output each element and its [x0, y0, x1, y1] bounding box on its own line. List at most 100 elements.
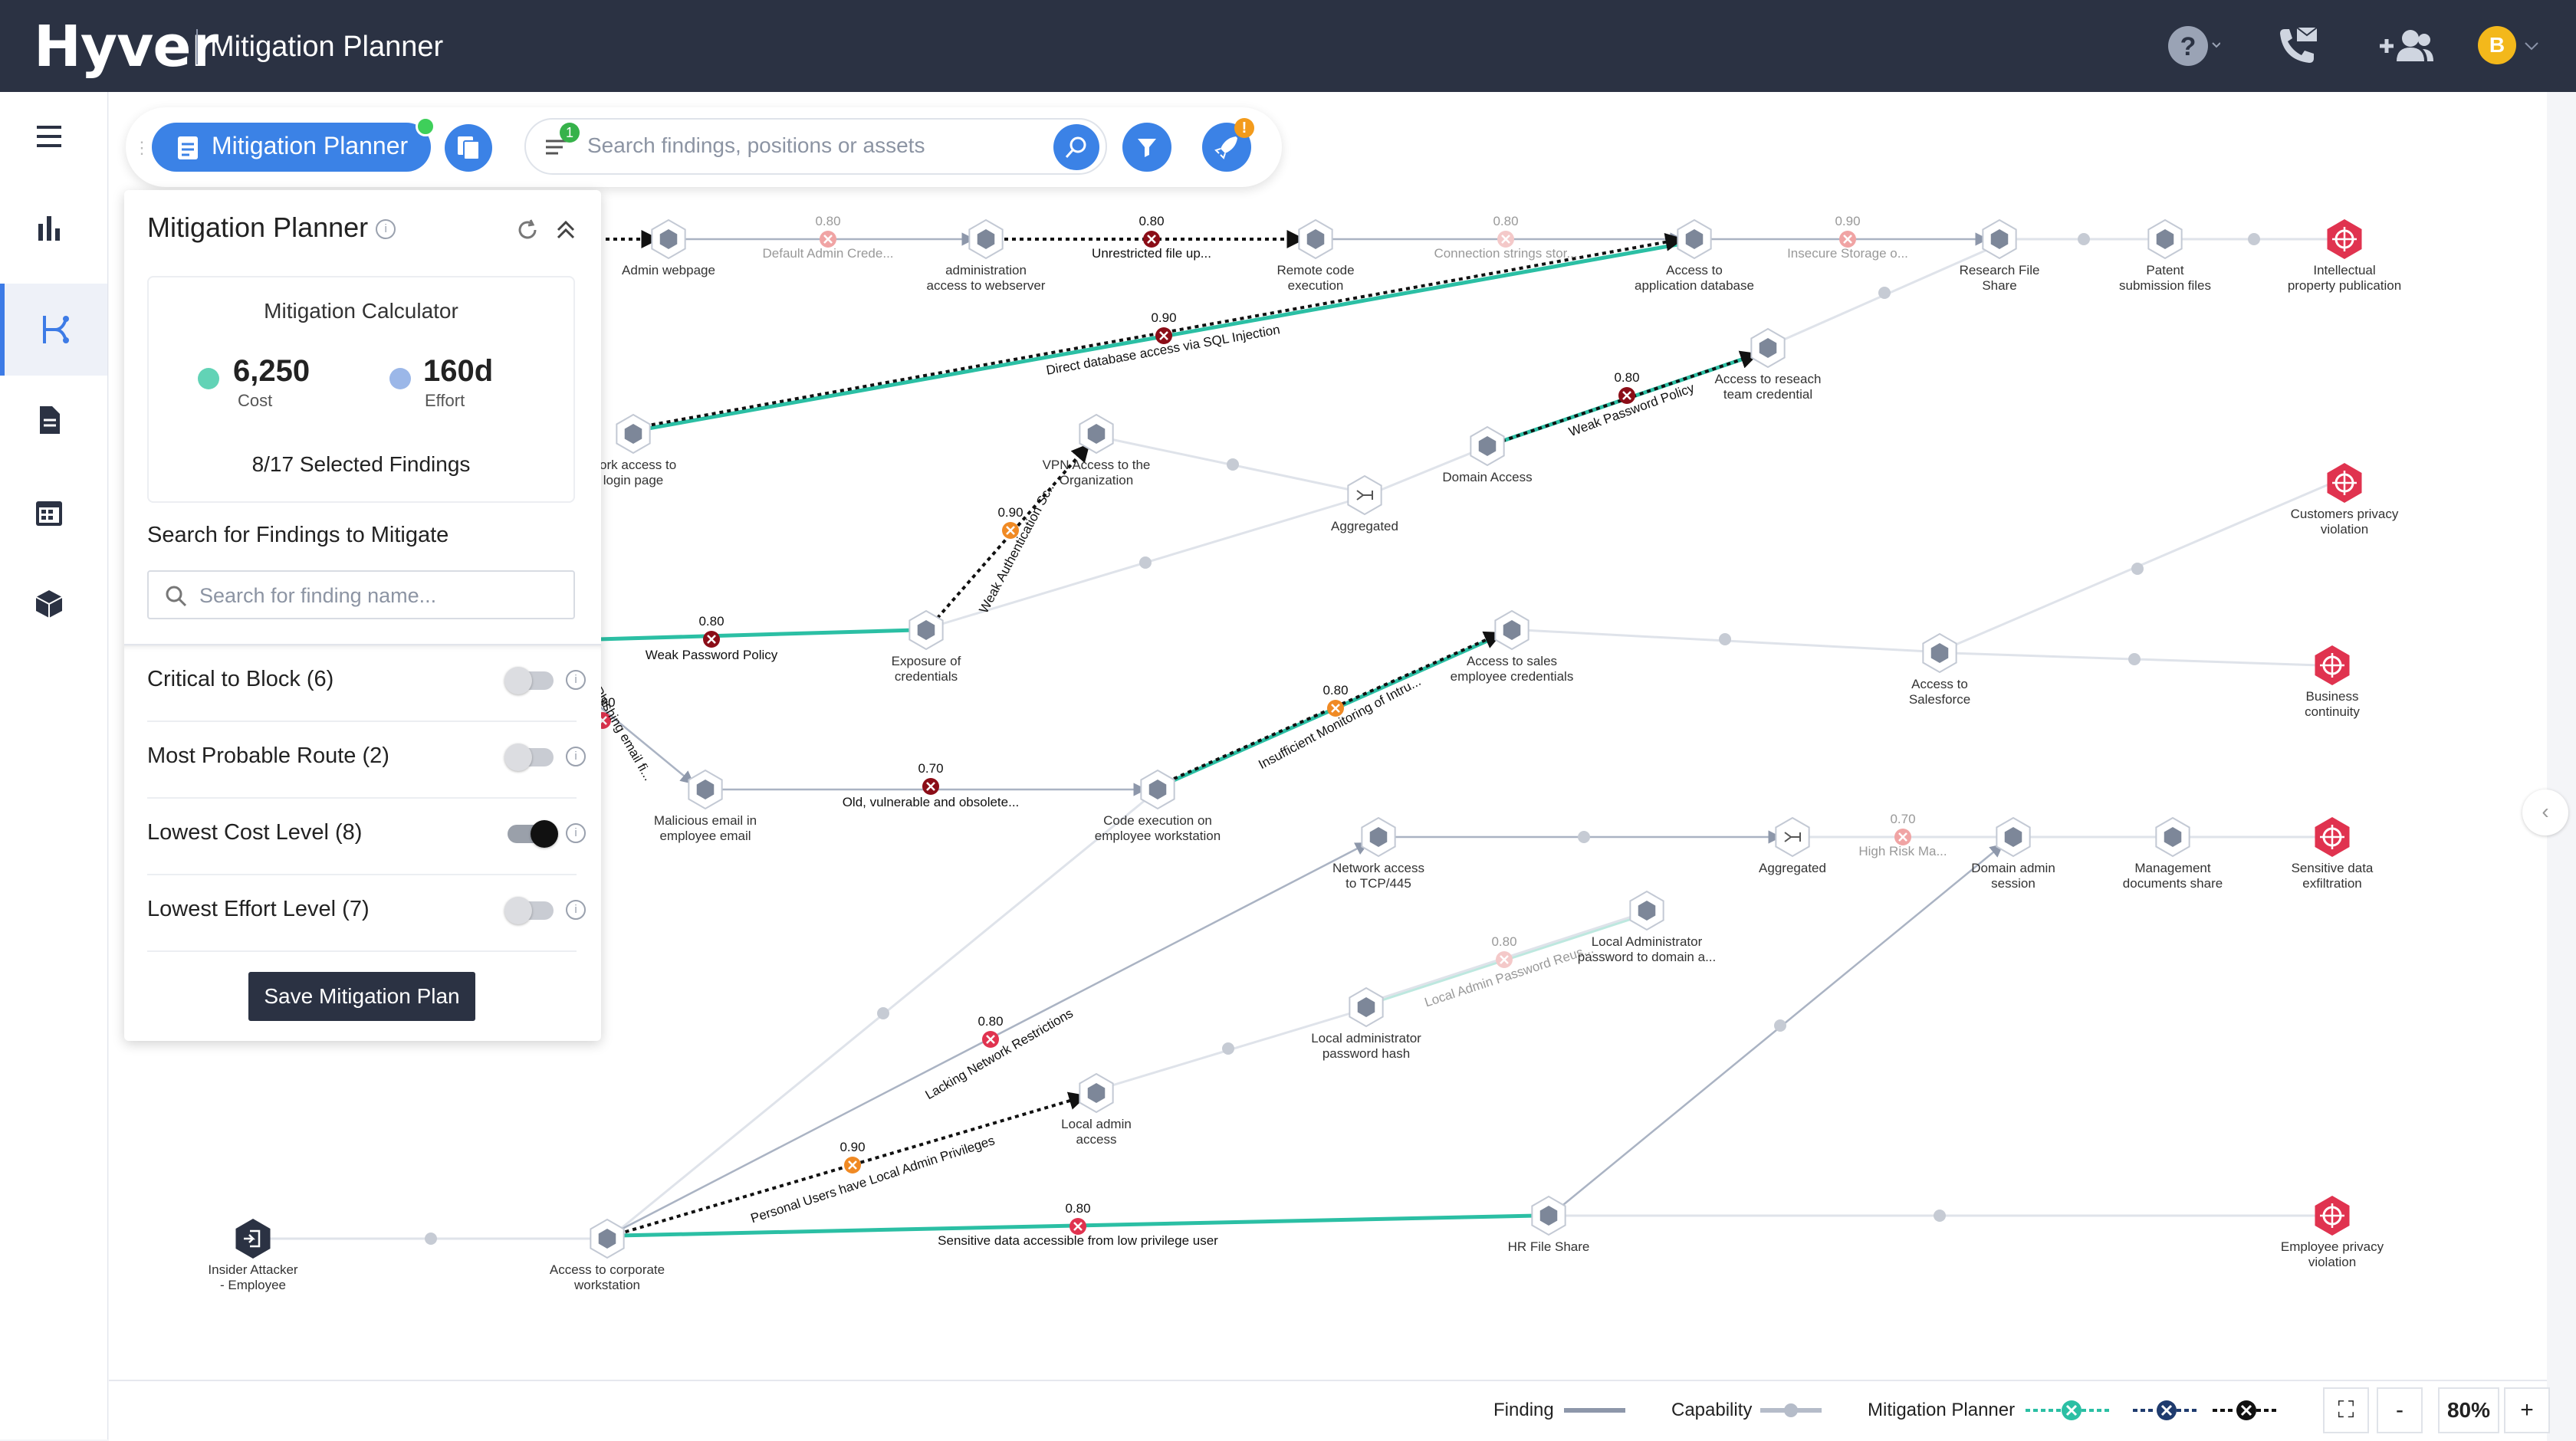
toggle-switch[interactable]	[504, 897, 554, 924]
node-label: Local admin	[1061, 1117, 1132, 1131]
graph-node[interactable]: Aggregated	[1759, 816, 1826, 875]
option-critical-to-block[interactable]: Critical to Block (6) i	[147, 645, 586, 722]
toggle-switch[interactable]	[508, 820, 558, 848]
search-button[interactable]	[1053, 124, 1099, 170]
graph-node[interactable]: Admin webpage	[622, 218, 715, 277]
add-user-icon[interactable]	[2375, 23, 2436, 69]
toggle-switch[interactable]	[504, 667, 554, 694]
capability-dot[interactable]	[2128, 653, 2141, 665]
copy-plan-button[interactable]	[445, 124, 492, 172]
side-collapse-chevron-icon[interactable]: ‹	[2522, 789, 2568, 835]
fullscreen-icon[interactable]: ⛶	[2323, 1387, 2369, 1433]
help-icon[interactable]: ?	[2167, 23, 2221, 69]
phone-mail-icon[interactable]	[2274, 23, 2320, 69]
mitigation-planner-button[interactable]: Mitigation Planner	[152, 123, 431, 172]
capability-dot[interactable]	[1139, 556, 1152, 569]
option-lowest-cost-level[interactable]: Lowest Cost Level (8) i	[147, 799, 586, 875]
toggle-switch[interactable]	[504, 743, 554, 771]
capability-dot[interactable]	[1934, 1210, 1946, 1222]
reports-icon[interactable]	[0, 376, 107, 468]
capability-dot[interactable]	[1227, 458, 1239, 471]
hyver-logo[interactable]: Hyver	[34, 14, 219, 80]
capability-dot[interactable]	[2078, 233, 2090, 245]
capability-dot[interactable]	[2131, 563, 2144, 575]
graph-node[interactable]: Aggregated	[1331, 474, 1398, 533]
collapse-up-icon[interactable]	[554, 218, 578, 242]
info-icon[interactable]: i	[566, 823, 586, 843]
filter-button[interactable]	[1122, 123, 1171, 172]
search-icon	[1065, 136, 1086, 158]
info-icon[interactable]: i	[566, 747, 586, 766]
capability-dot[interactable]	[2248, 233, 2260, 245]
info-icon[interactable]: i	[566, 670, 586, 690]
option-lowest-effort-level[interactable]: Lowest Effort Level (7) i	[147, 875, 586, 952]
capability-dot[interactable]	[1578, 831, 1590, 843]
finding-search-input[interactable]: Search for finding name...	[147, 570, 575, 619]
user-avatar[interactable]: B	[2478, 26, 2516, 64]
calendar-icon[interactable]	[0, 468, 107, 560]
capability-dot[interactable]	[1719, 633, 1731, 645]
attack-graph-icon[interactable]	[0, 284, 107, 376]
zoom-out-button[interactable]: -	[2377, 1387, 2423, 1433]
zoom-in-button[interactable]: +	[2504, 1387, 2550, 1433]
capability-dot[interactable]	[1222, 1042, 1234, 1055]
save-mitigation-plan-button[interactable]: Save Mitigation Plan	[248, 972, 475, 1021]
info-icon[interactable]: i	[566, 900, 586, 920]
chevron-down-icon[interactable]	[2522, 23, 2541, 69]
menu-icon[interactable]	[0, 92, 107, 184]
assets-cube-icon[interactable]	[0, 560, 107, 652]
graph-search-input[interactable]: 1 Search findings, positions or assets	[524, 118, 1107, 175]
capability-dot[interactable]	[1878, 287, 1891, 299]
dashboard-icon[interactable]	[0, 184, 107, 276]
capability-dot[interactable]	[425, 1233, 437, 1245]
graph-node[interactable]: HR File Share	[1508, 1195, 1590, 1254]
reset-icon[interactable]	[515, 218, 540, 242]
info-icon[interactable]: i	[376, 219, 396, 240]
graph-node[interactable]: Domain Access	[1442, 425, 1533, 484]
capability-dot[interactable]	[877, 1007, 889, 1019]
rocket-button[interactable]	[1202, 123, 1251, 172]
graph-node[interactable]: Insider Attacker- Employee	[208, 1219, 298, 1292]
option-most-probable-route[interactable]: Most Probable Route (2) i	[147, 722, 586, 799]
capability-dot[interactable]	[1774, 1019, 1786, 1032]
